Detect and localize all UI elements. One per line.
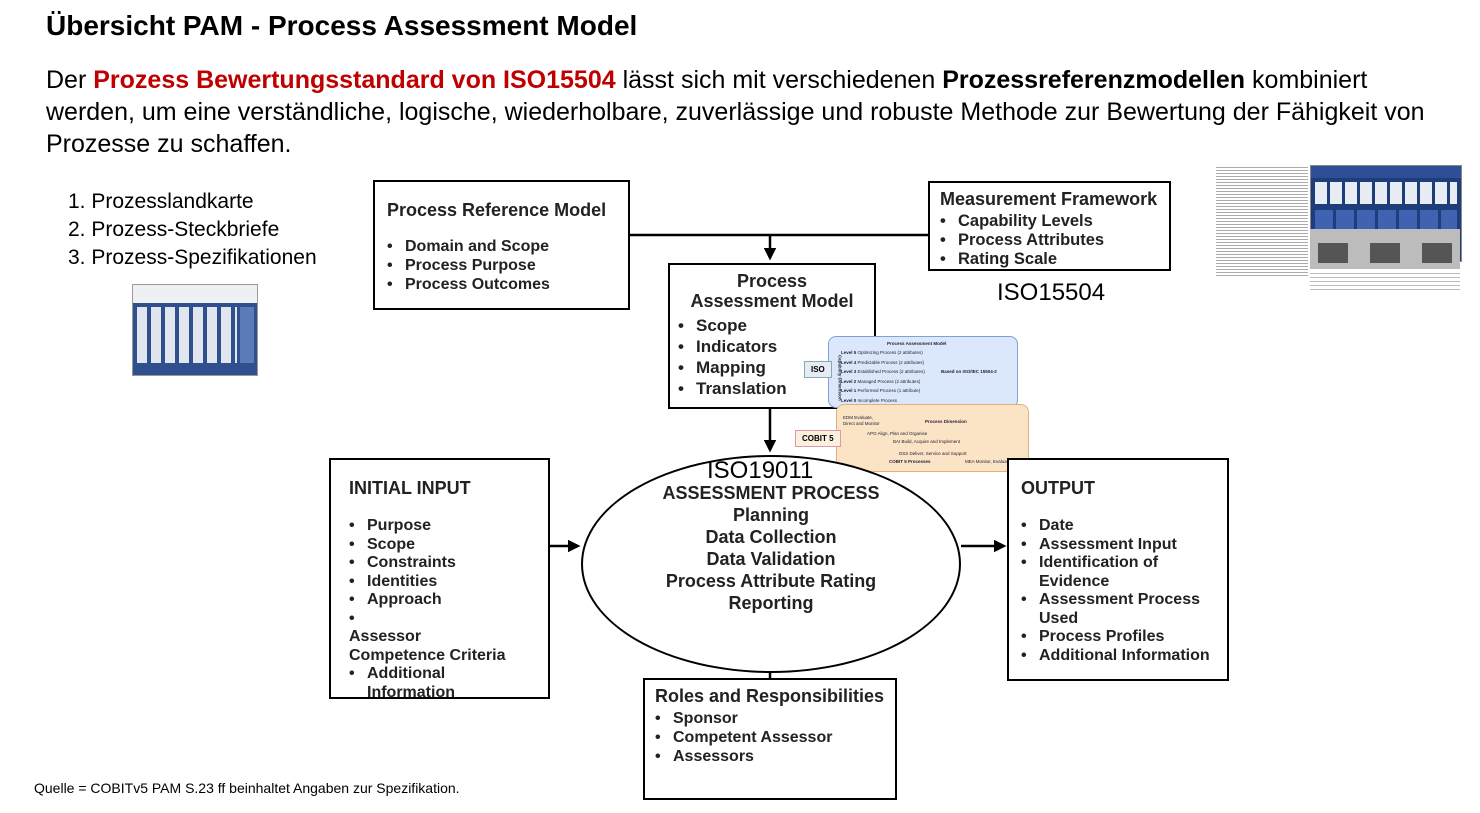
pam-item: Indicators <box>678 336 866 357</box>
thumbnail-sidebar <box>240 307 254 363</box>
prm-title: Process Reference Model <box>387 200 607 220</box>
intro-highlight-prm: Prozessreferenzmodellen <box>942 66 1246 94</box>
pam-item: Scope <box>678 315 866 336</box>
output-item: Assessment Input <box>1021 536 1215 555</box>
assessment-process-ellipse <box>581 455 961 673</box>
cobit-process-inset: Process Dimension EDM Evaluate, Direct a… <box>836 404 1035 472</box>
steps-list: 1. Prozesslandkarte 2. Prozess-Steckbrie… <box>68 188 317 272</box>
mf-item: Process Attributes <box>940 231 1159 250</box>
thumbnail-header <box>133 285 257 303</box>
step-item: 3. Prozess-Spezifikationen <box>68 246 317 269</box>
output-item: Date <box>1021 517 1215 536</box>
assessment-item: Planning <box>733 505 809 525</box>
cobit-tag: COBIT 5 <box>795 430 841 447</box>
process-map-thumbnail <box>132 284 258 376</box>
assessment-item: Data Validation <box>706 549 836 569</box>
intro-text-2: lässt sich mit verschiedenen <box>615 66 943 94</box>
output-item: Identification of Evidence <box>1021 554 1215 591</box>
thumbnail-grid <box>137 307 237 363</box>
roles-box: Roles and Responsibilities Sponsor Compe… <box>643 678 897 800</box>
output-title: OUTPUT <box>1021 478 1095 498</box>
page-title: Übersicht PAM - Process Assessment Model <box>46 10 638 41</box>
pam-item: Translation <box>678 378 866 399</box>
capability-levels-thumbnail <box>1212 163 1468 320</box>
assessment-title: ASSESSMENT PROCESS <box>662 483 880 503</box>
iso-tag: ISO <box>804 361 832 378</box>
output-item: Additional Information <box>1021 647 1215 666</box>
process-reference-model-box: Process Reference Model Domain and Scope… <box>373 180 630 310</box>
roles-item: Competent Assessor <box>655 728 885 747</box>
roles-item: Assessors <box>655 747 885 766</box>
assessment-item: Data Collection <box>705 527 837 547</box>
input-item: Assessor Competence Criteria <box>349 610 530 666</box>
source-note: Quelle = COBITv5 PAM S.23 ff beinhaltet … <box>34 780 460 796</box>
input-title: INITIAL INPUT <box>349 478 471 498</box>
input-item: Additional Information <box>349 665 530 702</box>
pam-item: Mapping <box>678 357 866 378</box>
iso15504-label: ISO15504 <box>997 279 1106 306</box>
step-item: 1. Prozesslandkarte <box>68 190 254 213</box>
iso-capability-inset: Process Assessment Model Capability Dime… <box>828 336 1018 408</box>
assessment-item: Reporting <box>728 593 814 613</box>
thumbnail-staircase-text <box>1216 167 1308 277</box>
output-item: Assessment Process Used <box>1021 591 1215 628</box>
mf-item: Rating Scale <box>940 250 1159 269</box>
measurement-framework-box: Measurement Framework Capability Levels … <box>928 181 1171 271</box>
output-box: OUTPUT Date Assessment Input Identificat… <box>1007 458 1229 681</box>
input-item: Approach <box>349 591 530 610</box>
prm-item: Process Purpose <box>387 256 616 275</box>
assessment-item: Process Attribute Rating <box>665 571 877 591</box>
mf-item: Capability Levels <box>940 212 1159 231</box>
initial-input-box: INITIAL INPUT Purpose Scope Constraints … <box>329 458 550 702</box>
input-item: Identities <box>349 573 530 592</box>
output-item: Process Profiles <box>1021 628 1215 647</box>
step-item: 2. Prozess-Steckbriefe <box>68 218 280 241</box>
assessment-process-text: ASSESSMENT PROCESS Planning Data Collect… <box>581 482 961 614</box>
intro-text-3: kombiniert werden, um eine verständliche… <box>46 66 1425 158</box>
thumbnail-grey-block <box>1310 229 1460 269</box>
mf-title: Measurement Framework <box>940 189 1158 209</box>
prm-item: Process Outcomes <box>387 275 616 294</box>
intro-text-1: Der <box>46 66 94 94</box>
intro-paragraph: Der Prozess Bewertungsstandard von ISO15… <box>46 64 1446 160</box>
thumbnail-notes <box>1310 273 1460 293</box>
prm-item: Domain and Scope <box>387 237 616 256</box>
input-item: Constraints <box>349 554 530 573</box>
roles-item: Sponsor <box>655 709 885 728</box>
input-item: Scope <box>349 536 530 555</box>
intro-highlight-iso15504: Prozess Bewertungsstandard von ISO15504 <box>93 66 616 94</box>
input-item: Purpose <box>349 517 530 536</box>
iso19011-label: ISO19011 <box>707 457 814 484</box>
roles-title: Roles and Responsibilities <box>655 686 885 706</box>
